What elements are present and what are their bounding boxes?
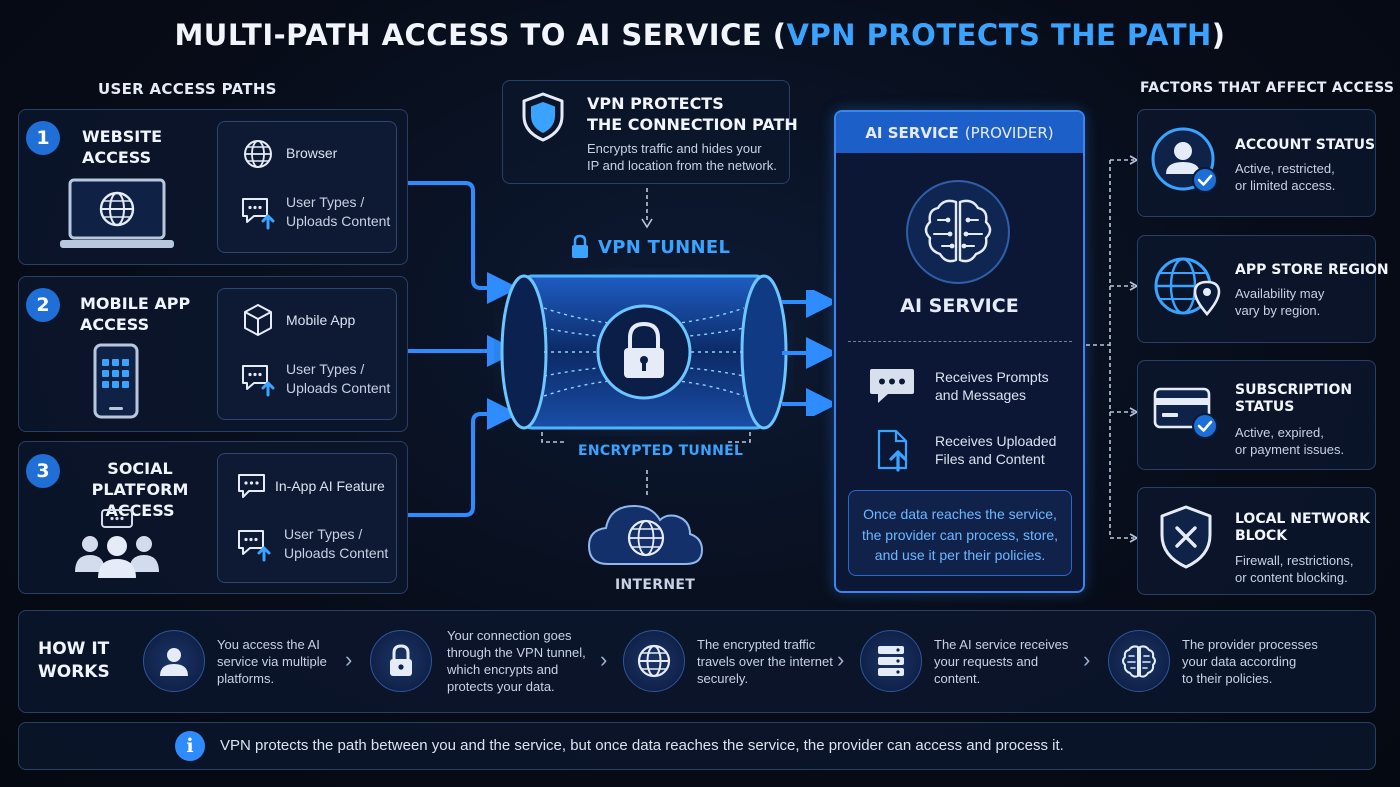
- users-group-icon: [75, 509, 159, 578]
- factors-heading: FACTORS THAT AFFECT ACCESS: [1140, 80, 1395, 96]
- smartphone-icon: [93, 343, 139, 419]
- server-icon: [878, 646, 904, 676]
- internet-dashed-connector: [646, 470, 648, 496]
- path-number-badge: 1: [26, 121, 60, 155]
- ai-service-name: AI SERVICE: [900, 295, 1019, 317]
- factor-title: ACCOUNT STATUS: [1235, 137, 1376, 153]
- message-bubble-icon: [870, 369, 914, 403]
- chat-bubble-icon: [238, 474, 265, 498]
- factor-desc: Active, restricted,or limited access.: [1235, 161, 1336, 193]
- lock-icon: [390, 644, 412, 676]
- factor-desc: Active, expired,or payment issues.: [1235, 425, 1345, 457]
- path-channel-label: Mobile App: [286, 312, 356, 328]
- file-upload-icon: [877, 429, 908, 472]
- step-chevron-icon: ›: [345, 647, 353, 672]
- footer-note-panel: [18, 722, 1376, 770]
- encrypted-tunnel-caption: ENCRYPTED TUNNEL: [578, 443, 744, 459]
- step-icon-circle: [1108, 630, 1170, 692]
- chat-upload-icon: [242, 365, 275, 397]
- shield-block-icon: [1160, 505, 1212, 569]
- chat-upload-icon: [242, 198, 275, 230]
- provider-policy-text: Once data reaches the service,the provid…: [861, 506, 1059, 563]
- brain-icon: [906, 180, 1010, 284]
- step-icon-circle: [860, 630, 922, 692]
- step-chevron-icon: ›: [837, 647, 845, 672]
- path-channel-label: Browser: [286, 145, 338, 161]
- provider-policy-note: [848, 490, 1072, 576]
- step-icon-circle: [623, 630, 685, 692]
- step-icon-circle: [370, 630, 432, 692]
- cube-icon: [244, 304, 272, 336]
- tunnel-bracket: [541, 432, 751, 443]
- path-action-label: User Types /Uploads Content: [284, 526, 389, 561]
- globe-location-icon: [1154, 257, 1221, 316]
- ai-to-factors-connectors: [1086, 155, 1139, 543]
- user-icon: [160, 648, 188, 676]
- path-number-badge: 3: [26, 454, 60, 488]
- ai-service-divider: [848, 341, 1072, 342]
- vpn-tunnel-label: VPN TUNNEL: [598, 237, 731, 258]
- padlock-small-icon: [572, 234, 588, 258]
- card-check-icon: [1153, 387, 1218, 439]
- tunnel-to-ai-arrows: [782, 290, 832, 416]
- user-check-icon: [1151, 127, 1218, 193]
- path-action-label: User Types /Uploads Content: [286, 194, 391, 229]
- footer-note-text: VPN protects the path between you and th…: [220, 737, 1064, 754]
- ai-service-header: AI SERVICE(PROVIDER): [836, 112, 1083, 153]
- internet-label: INTERNET: [615, 577, 696, 593]
- shield-icon: [522, 92, 564, 142]
- laptop-icon: [60, 178, 174, 248]
- path-action-label: User Types /Uploads Content: [286, 361, 391, 396]
- user-paths-heading: USER ACCESS PATHS: [98, 80, 277, 98]
- factor-app-store-region: [1137, 235, 1376, 343]
- factor-desc: Firewall, restrictions,or content blocki…: [1235, 553, 1354, 585]
- step-chevron-icon: ›: [600, 647, 608, 672]
- path-channel-box: [217, 121, 397, 253]
- step-icon-circle: [143, 630, 205, 692]
- page-title: MULTI-PATH ACCESS TO AI SERVICE (VPN PRO…: [174, 18, 1226, 52]
- factor-title: APP STORE REGION: [1235, 262, 1389, 278]
- callout-dashed-connector: [641, 188, 653, 229]
- globe-icon: [637, 644, 671, 678]
- path-channel-label: In-App AI Feature: [275, 478, 385, 494]
- path-number-badge: 2: [26, 288, 60, 322]
- brain-icon: [1122, 645, 1156, 678]
- info-icon: i: [175, 731, 205, 761]
- step-chevron-icon: ›: [1083, 647, 1091, 672]
- chat-upload-icon: [238, 530, 271, 562]
- path-to-tunnel-connectors: [408, 181, 515, 517]
- globe-icon: [244, 140, 272, 168]
- vpn-tunnel-graphic: [494, 268, 794, 436]
- cloud-globe-icon: [587, 504, 704, 565]
